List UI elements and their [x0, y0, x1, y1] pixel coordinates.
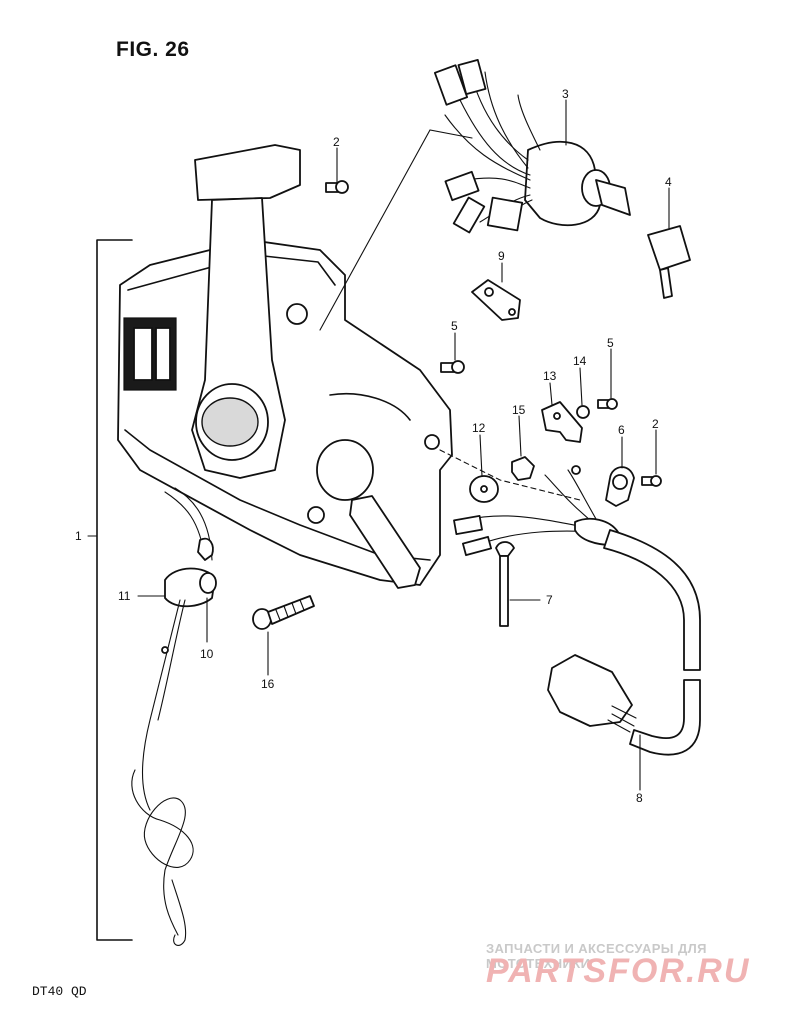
washer-14 — [576, 405, 590, 419]
stop-switch-lanyard — [131, 487, 217, 946]
callout-2-top: 2 — [333, 135, 340, 149]
cable-clamp-6 — [605, 466, 635, 507]
washer-12 — [469, 475, 499, 503]
nut-15 — [511, 456, 535, 481]
callout-15: 15 — [512, 403, 526, 417]
bracket-plate-13 — [541, 401, 583, 443]
assembly-bracket — [96, 239, 133, 941]
bolt-16 — [252, 595, 315, 630]
alignment-dash-line — [439, 449, 581, 501]
watermark-logo: PARTSFOR.RU — [486, 952, 751, 990]
screw-2-right — [641, 475, 662, 487]
callout-leaders — [87, 99, 670, 791]
callout-1: 1 — [75, 529, 82, 543]
callout-14: 14 — [573, 354, 587, 368]
callout-6: 6 — [618, 423, 625, 437]
model-code: DT40 QD — [32, 984, 87, 999]
callout-4: 4 — [665, 175, 672, 189]
pin-7 — [495, 541, 515, 627]
remote-control-housing — [117, 239, 453, 586]
callout-3: 3 — [562, 87, 569, 101]
callout-5-left: 5 — [451, 319, 458, 333]
callout-7: 7 — [546, 593, 553, 607]
callout-8: 8 — [636, 791, 643, 805]
main-switch — [433, 59, 631, 234]
housing-leader-line — [319, 129, 473, 331]
screw-5-right — [597, 398, 618, 410]
ignition-key — [647, 225, 691, 299]
callout-12: 12 — [472, 421, 486, 435]
control-lever — [191, 144, 301, 479]
figure-title: FIG. 26 — [116, 38, 190, 61]
callout-16: 16 — [261, 677, 275, 691]
screw-2-top — [325, 180, 349, 194]
callout-13: 13 — [543, 369, 557, 383]
clamp-part-9 — [471, 279, 521, 321]
screw-5-left — [440, 360, 465, 374]
callout-10: 10 — [200, 647, 214, 661]
callout-9: 9 — [498, 249, 505, 263]
callout-2-right: 2 — [652, 417, 659, 431]
callout-5-right: 5 — [607, 336, 614, 350]
wire-harness-8 — [453, 465, 701, 756]
watermark-caption: ЗАПЧАСТИ И АКСЕССУАРЫ ДЛЯ МОТОТЕХНИКИ — [486, 941, 707, 971]
callout-11: 11 — [118, 589, 131, 603]
throttle-lever — [316, 439, 421, 589]
